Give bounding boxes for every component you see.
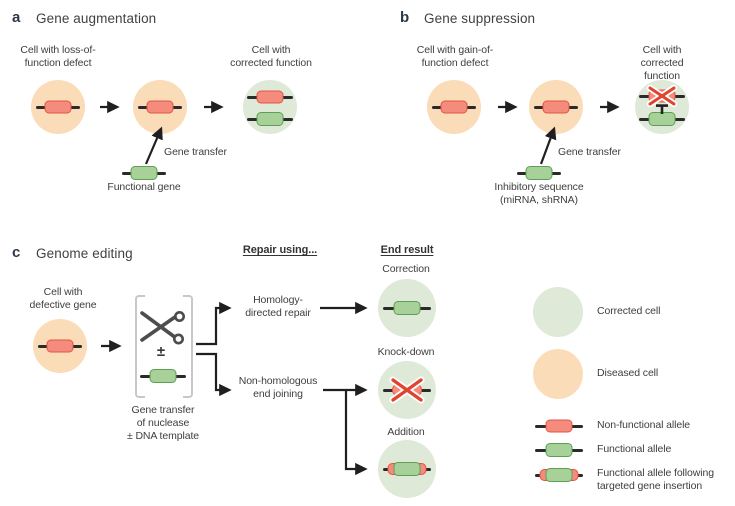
- nuclease-label: Gene transfer of nuclease ± DNA template: [126, 404, 200, 442]
- knocked-down-allele: [383, 383, 431, 397]
- repair-using-header: Repair using...: [242, 244, 318, 256]
- suppressed-allele: [639, 89, 685, 103]
- cell-label: Cell with corrected function: [230, 44, 312, 69]
- arrow-to-addition: [344, 390, 368, 476]
- functional-allele: [247, 112, 293, 126]
- end-result-header: End result: [380, 244, 434, 256]
- corrected-allele: [383, 301, 431, 315]
- legend-functional-allele: [535, 443, 583, 457]
- functional-allele: [639, 112, 685, 126]
- nonfunctional-allele: [247, 90, 293, 104]
- legend-label: Functional allele following targeted gen…: [597, 467, 714, 492]
- inserted-allele: [383, 462, 431, 476]
- panel-b-title: Gene suppression: [424, 11, 536, 26]
- nonfunctional-allele: [432, 100, 476, 114]
- functional-gene-payload: [122, 166, 166, 180]
- legend-nonfunctional-allele: [535, 419, 583, 433]
- result-label: Addition: [387, 426, 425, 438]
- gene-transfer-label: Gene transfer: [164, 146, 227, 158]
- legend-label: Corrected cell: [597, 305, 661, 317]
- panel-a-title: Gene augmentation: [36, 11, 157, 26]
- panel-c-letter: c: [12, 244, 21, 261]
- gene-transfer-arrow: [539, 126, 557, 165]
- legend-label: Functional allele: [597, 443, 672, 455]
- cell-label: Cell with corrected function: [640, 44, 684, 82]
- cell-label: Cell with gain-of- function defect: [416, 44, 494, 69]
- branch-arrow-hdr: [196, 301, 232, 346]
- gene-transfer-label: Gene transfer: [558, 146, 621, 158]
- branch-arrow-nhej: [196, 352, 232, 397]
- panel-b-letter: b: [400, 9, 410, 26]
- left-bracket: [135, 295, 145, 398]
- result-label: Knock-down: [377, 346, 435, 358]
- nonfunctional-allele: [36, 100, 80, 114]
- plus-minus-symbol: ±: [156, 343, 166, 360]
- nonfunctional-allele: [534, 100, 578, 114]
- repair-option-label: Homology- directed repair: [245, 294, 311, 319]
- gene-transfer-arrow: [144, 126, 163, 165]
- payload-label: Inhibitory sequence (miRNA, shRNA): [494, 181, 584, 206]
- cell-label: Cell with loss-of- function defect: [20, 44, 96, 69]
- scissors-icon: [140, 310, 186, 345]
- legend-corrected-cell-swatch: [533, 287, 583, 337]
- nonfunctional-allele: [138, 100, 182, 114]
- right-bracket: [183, 295, 193, 398]
- result-label: Correction: [382, 263, 430, 275]
- panel-c-title: Genome editing: [36, 246, 133, 261]
- panel-a-letter: a: [12, 9, 21, 26]
- legend-label: Non-functional allele: [597, 419, 691, 431]
- nonfunctional-allele: [38, 339, 82, 353]
- dna-template-allele: [140, 369, 186, 383]
- legend-inserted-allele: [535, 468, 583, 482]
- inhibitory-sequence-payload: [517, 166, 561, 180]
- legend-label: Diseased cell: [597, 367, 659, 379]
- cell-label: Cell with defective gene: [29, 286, 97, 311]
- legend-diseased-cell-swatch: [533, 349, 583, 399]
- payload-label: Functional gene: [107, 181, 181, 193]
- repair-option-label: Non-homologous end joining: [238, 375, 318, 400]
